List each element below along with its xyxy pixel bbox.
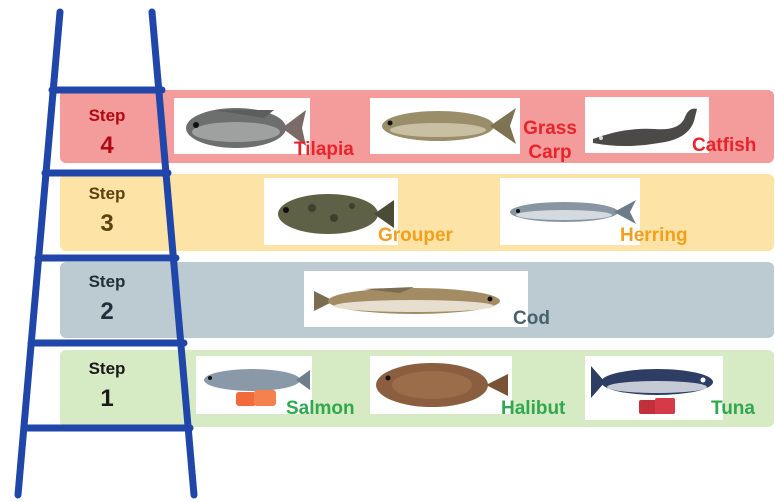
fish-label-cod: Cod bbox=[513, 308, 550, 330]
step-word: Step bbox=[72, 106, 142, 126]
tuna-icon bbox=[585, 356, 723, 420]
grass-carp-icon bbox=[370, 98, 520, 154]
tilapia-icon bbox=[174, 98, 310, 154]
fish-label-halibut: Halibut bbox=[501, 398, 565, 420]
herring-icon bbox=[500, 178, 640, 245]
step-2-label: Step 2 bbox=[72, 272, 142, 326]
fish-label-catfish: Catfish bbox=[692, 135, 756, 157]
halibut-icon bbox=[370, 356, 512, 414]
fish-label-tuna: Tuna bbox=[711, 398, 755, 420]
catfish-icon bbox=[585, 97, 709, 153]
step-number: 2 bbox=[72, 298, 142, 326]
step-number: 3 bbox=[72, 210, 142, 238]
fish-label-salmon: Salmon bbox=[286, 398, 355, 420]
cod-icon bbox=[304, 271, 528, 327]
step-number: 1 bbox=[72, 385, 142, 413]
step-number: 4 bbox=[72, 132, 142, 160]
step-1-label: Step 1 bbox=[72, 359, 142, 413]
fish-label-grouper: Grouper bbox=[378, 225, 453, 247]
step-word: Step bbox=[72, 359, 142, 379]
fish-label-tilapia: Tilapia bbox=[294, 139, 354, 161]
fish-label-grass-carp: Grass Carp bbox=[520, 117, 580, 165]
fish-label-herring: Herring bbox=[620, 225, 688, 247]
step-word: Step bbox=[72, 184, 142, 204]
step-3-label: Step 3 bbox=[72, 184, 142, 238]
step-word: Step bbox=[72, 272, 142, 292]
step-4-label: Step 4 bbox=[72, 106, 142, 160]
